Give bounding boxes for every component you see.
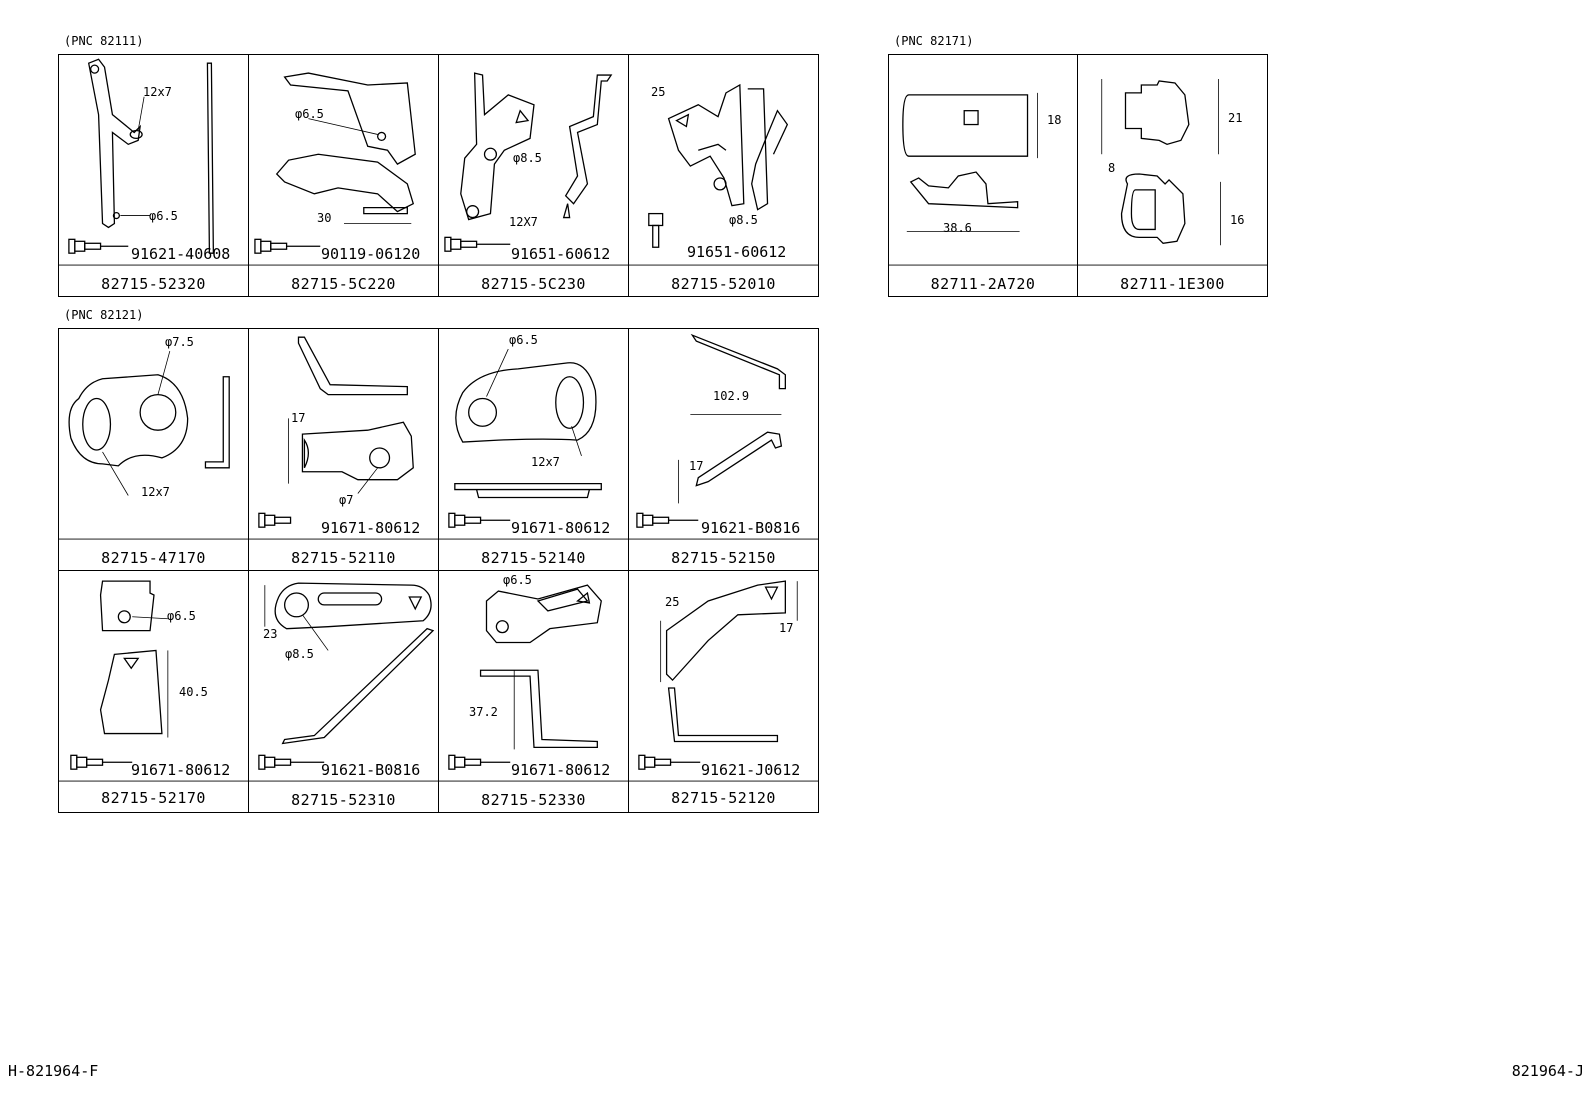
part-cell[interactable]: φ6.5 30 90119-06120 82715-5C220 xyxy=(248,54,439,297)
bracket-drawing xyxy=(439,348,628,540)
dimension-label: φ6.5 xyxy=(149,209,178,223)
dimension-label: 37.2 xyxy=(469,705,498,719)
part-number[interactable]: 82711-2A720 xyxy=(930,275,1036,293)
dimension-label: φ6.5 xyxy=(167,609,196,623)
part-cell[interactable]: 25 17 91621-J0612 82715-52120 xyxy=(628,570,819,813)
bolt-part-number[interactable]: 91671-80612 xyxy=(321,519,421,537)
bracket-drawing xyxy=(59,350,248,540)
part-number[interactable]: 82715-52010 xyxy=(671,275,776,293)
dimension-label: 12X7 xyxy=(509,215,538,229)
part-number[interactable]: 82715-47170 xyxy=(101,549,206,567)
dimension-label: 12x7 xyxy=(531,455,560,469)
part-number[interactable]: 82711-1E300 xyxy=(1120,275,1225,293)
bracket-drawing xyxy=(629,333,818,540)
part-number[interactable]: 82715-52150 xyxy=(671,549,776,567)
bolt-part-number[interactable]: 91671-80612 xyxy=(511,761,611,779)
dimension-label: 17 xyxy=(291,411,306,425)
clip-drawing xyxy=(1078,79,1267,266)
dimension-label: φ6.5 xyxy=(295,107,324,121)
dimension-label: 23 xyxy=(263,627,278,641)
dimension-label: φ8.5 xyxy=(285,647,314,661)
part-cell[interactable]: 12x7 φ6.5 91621-40608 82715-52320 xyxy=(58,54,249,297)
bolt-part-number[interactable]: 91671-80612 xyxy=(131,761,231,779)
dimension-label: 8 xyxy=(1108,161,1116,175)
bolt-part-number[interactable]: 91621-B0816 xyxy=(321,761,421,779)
part-number[interactable]: 82715-52110 xyxy=(291,549,396,567)
dimension-label: φ6.5 xyxy=(503,573,532,587)
dimension-label: 38.6 xyxy=(943,221,972,235)
bolt-part-number[interactable]: 91621-40608 xyxy=(131,245,231,263)
part-number[interactable]: 82715-52140 xyxy=(481,549,586,567)
dimension-label: 40.5 xyxy=(179,685,208,699)
part-cell[interactable]: φ8.5 12X7 91651-60612 82715-5C230 xyxy=(438,54,629,297)
dimension-label: φ6.5 xyxy=(509,333,538,347)
bracket-drawing xyxy=(629,580,818,782)
dimension-label: φ7 xyxy=(339,493,354,507)
bolt-part-number[interactable]: 90119-06120 xyxy=(321,245,421,263)
clip-drawing xyxy=(889,92,1077,266)
bolt-part-number[interactable]: 91651-60612 xyxy=(511,245,611,263)
dimension-label: 12x7 xyxy=(143,85,172,99)
dimension-label: 17 xyxy=(689,459,704,473)
dimension-label: 25 xyxy=(665,595,680,609)
part-cell[interactable]: φ6.5 12x7 91671-80612 82715-52140 xyxy=(438,328,629,571)
dimension-label: φ8.5 xyxy=(729,213,758,227)
part-number[interactable]: 82715-52120 xyxy=(671,789,776,807)
bracket-drawing xyxy=(59,580,248,782)
bracket-drawing xyxy=(439,584,628,782)
group-label-82171: (PNC 82171) xyxy=(894,34,974,48)
bracket-drawing xyxy=(439,72,628,266)
dimension-label: φ7.5 xyxy=(165,335,194,349)
dimension-label: 21 xyxy=(1228,111,1243,125)
bolt-part-number[interactable]: 91651-60612 xyxy=(687,243,787,261)
bolt-part-number[interactable]: 91621-B0816 xyxy=(701,519,801,537)
dimension-label: 12x7 xyxy=(141,485,170,499)
bracket-drawing xyxy=(629,83,818,266)
part-cell[interactable]: 25 φ8.5 91651-60612 82715-52010 xyxy=(628,54,819,297)
bolt-part-number[interactable]: 91671-80612 xyxy=(511,519,611,537)
part-cell[interactable]: φ6.5 37.2 91671-80612 82715-52330 xyxy=(438,570,629,813)
dimension-label: 102.9 xyxy=(713,389,750,403)
group-label-82111: (PNC 82111) xyxy=(64,34,144,48)
bracket-drawing xyxy=(249,72,438,266)
bracket-drawing xyxy=(249,336,438,540)
dimension-label: 16 xyxy=(1230,213,1245,227)
part-cell[interactable]: φ7.5 12x7 82715-47170 xyxy=(58,328,249,571)
bolt-part-number[interactable]: 91621-J0612 xyxy=(701,761,801,779)
dimension-label: 25 xyxy=(651,85,666,99)
part-cell[interactable]: 23 φ8.5 91621-B0816 82715-52310 xyxy=(248,570,439,813)
dimension-label: 30 xyxy=(317,211,332,225)
part-cell[interactable]: 21 8 16 82711-1E300 xyxy=(1077,54,1268,297)
bracket-drawing xyxy=(249,582,438,782)
group-label-82121: (PNC 82121) xyxy=(64,308,144,322)
bracket-drawing xyxy=(59,58,248,266)
part-cell[interactable]: 102.9 17 91621-B0816 82715-52150 xyxy=(628,328,819,571)
part-number[interactable]: 82715-5C220 xyxy=(291,275,396,293)
part-cell[interactable]: 17 φ7 91671-80612 82715-52110 xyxy=(248,328,439,571)
part-cell[interactable]: 18 38.6 82711-2A720 xyxy=(888,54,1078,297)
part-number[interactable]: 82715-5C230 xyxy=(481,275,586,293)
dimension-label: φ8.5 xyxy=(513,151,542,165)
part-cell[interactable]: φ6.5 40.5 91671-80612 82715-52170 xyxy=(58,570,249,813)
part-number[interactable]: 82715-52320 xyxy=(101,275,206,293)
dimension-label: 18 xyxy=(1047,113,1062,127)
footer-right-code: 821964-J xyxy=(1511,1062,1584,1080)
footer-left-code: H-821964-F xyxy=(8,1062,99,1080)
part-number[interactable]: 82715-52170 xyxy=(101,789,206,807)
part-number[interactable]: 82715-52310 xyxy=(291,791,396,809)
dimension-label: 17 xyxy=(779,621,794,635)
part-number[interactable]: 82715-52330 xyxy=(481,791,586,809)
